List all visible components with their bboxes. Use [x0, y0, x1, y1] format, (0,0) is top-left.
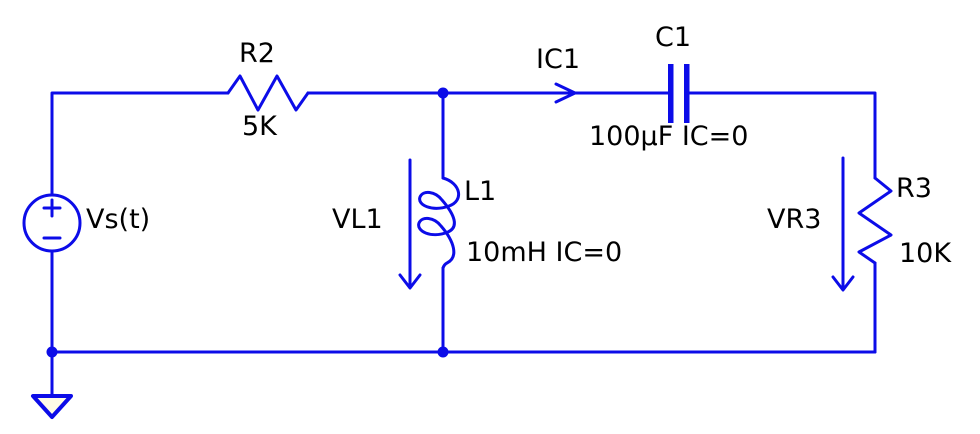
vl1-voltage-label: VL1 — [332, 204, 383, 235]
l1-value-label: 10mH IC=0 — [466, 237, 623, 268]
capacitor-c1-symbol — [668, 64, 690, 123]
resistor-r2-symbol — [226, 74, 310, 112]
ic1-current-arrow-icon — [554, 82, 577, 104]
r3-ref-label: R3 — [896, 173, 932, 204]
junction-dot-top — [437, 87, 449, 99]
wire-top-right — [686, 91, 877, 180]
source-label: Vs(t) — [86, 204, 151, 235]
vl1-voltage-arrow-icon — [398, 158, 422, 290]
inductor-l1-symbol — [417, 176, 460, 270]
wires — [50, 91, 877, 397]
vr3-voltage-label: VR3 — [767, 204, 822, 235]
ground-symbol — [31, 394, 73, 419]
c1-ref-label: C1 — [655, 22, 692, 53]
junction-dot-bottom — [437, 346, 449, 358]
resistor-r3-symbol — [857, 176, 893, 265]
r2-value-label: 5K — [242, 111, 277, 142]
plus-sign — [42, 198, 62, 218]
junction-dot-ground — [46, 346, 58, 358]
r2-ref-label: R2 — [239, 38, 275, 69]
wire-top-left — [50, 91, 230, 197]
c1-value-label: 100µF IC=0 — [589, 121, 749, 152]
r3-value-label: 10K — [899, 238, 952, 269]
l1-ref-label: L1 — [464, 176, 497, 207]
ic1-current-label: IC1 — [536, 44, 580, 75]
vr3-voltage-arrow-icon — [831, 156, 855, 292]
voltage-source-symbol — [22, 193, 82, 253]
